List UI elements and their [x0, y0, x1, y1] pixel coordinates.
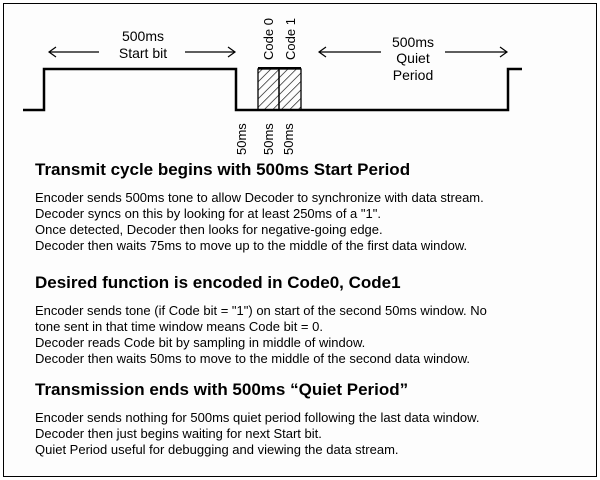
code0-label: Code 0 [261, 18, 276, 60]
timing-diagram: 500ms Start bit 500ms Quiet Period Code … [23, 18, 522, 155]
waveform-line [23, 67, 257, 112]
quiet-arrow-right [445, 46, 509, 58]
text-line: Decoder syncs on this by looking for at … [35, 206, 381, 221]
section-heading: Desired function is encoded in Code0, Co… [35, 273, 401, 292]
text-line: Quiet Period useful for debugging and vi… [35, 442, 399, 457]
code1-timing-label: 50ms [281, 123, 296, 155]
code1-box [278, 68, 302, 111]
text-line: Decoder then waits 50ms to move to the m… [35, 351, 471, 366]
text-line: Encoder sends nothing for 500ms quiet pe… [35, 410, 480, 425]
quiet-label-line2: Period [393, 67, 433, 83]
waveform-line-quiet [301, 67, 522, 112]
gap-timing-label: 50ms [234, 123, 249, 155]
start-label-name: Start bit [119, 45, 167, 61]
text-line: tone sent in that time window means Code… [35, 319, 323, 334]
section-code-bits: Desired function is encoded in Code0, Co… [35, 273, 575, 367]
quiet-arrow-left [317, 46, 381, 58]
section-start-period: Transmit cycle begins with 500ms Start P… [35, 160, 575, 254]
quiet-label-line1: Quiet [396, 50, 430, 66]
text-line: Encoder sends 500ms tone to allow Decode… [35, 190, 484, 205]
code0-box [257, 68, 280, 111]
section-quiet-period: Transmission ends with 500ms “Quiet Peri… [35, 380, 575, 458]
text-line: Decoder then waits 75ms to move up to th… [35, 238, 468, 253]
section-heading: Transmission ends with 500ms “Quiet Peri… [35, 380, 409, 399]
section-heading: Transmit cycle begins with 500ms Start P… [35, 160, 411, 179]
start-arrow-left [47, 46, 99, 58]
text-line: Once detected, Decoder then looks for ne… [35, 222, 383, 237]
code1-label: Code 1 [283, 18, 298, 60]
text-line: Encoder sends tone (if Code bit = "1") o… [35, 303, 487, 318]
text-line: Decoder then just begins waiting for nex… [35, 426, 322, 441]
code0-timing-label: 50ms [261, 123, 276, 155]
quiet-label-duration: 500ms [392, 34, 434, 50]
start-label-duration: 500ms [122, 28, 164, 44]
text-line: Decoder reads Code bit by sampling in mi… [35, 335, 366, 350]
start-arrow-right [185, 46, 237, 58]
